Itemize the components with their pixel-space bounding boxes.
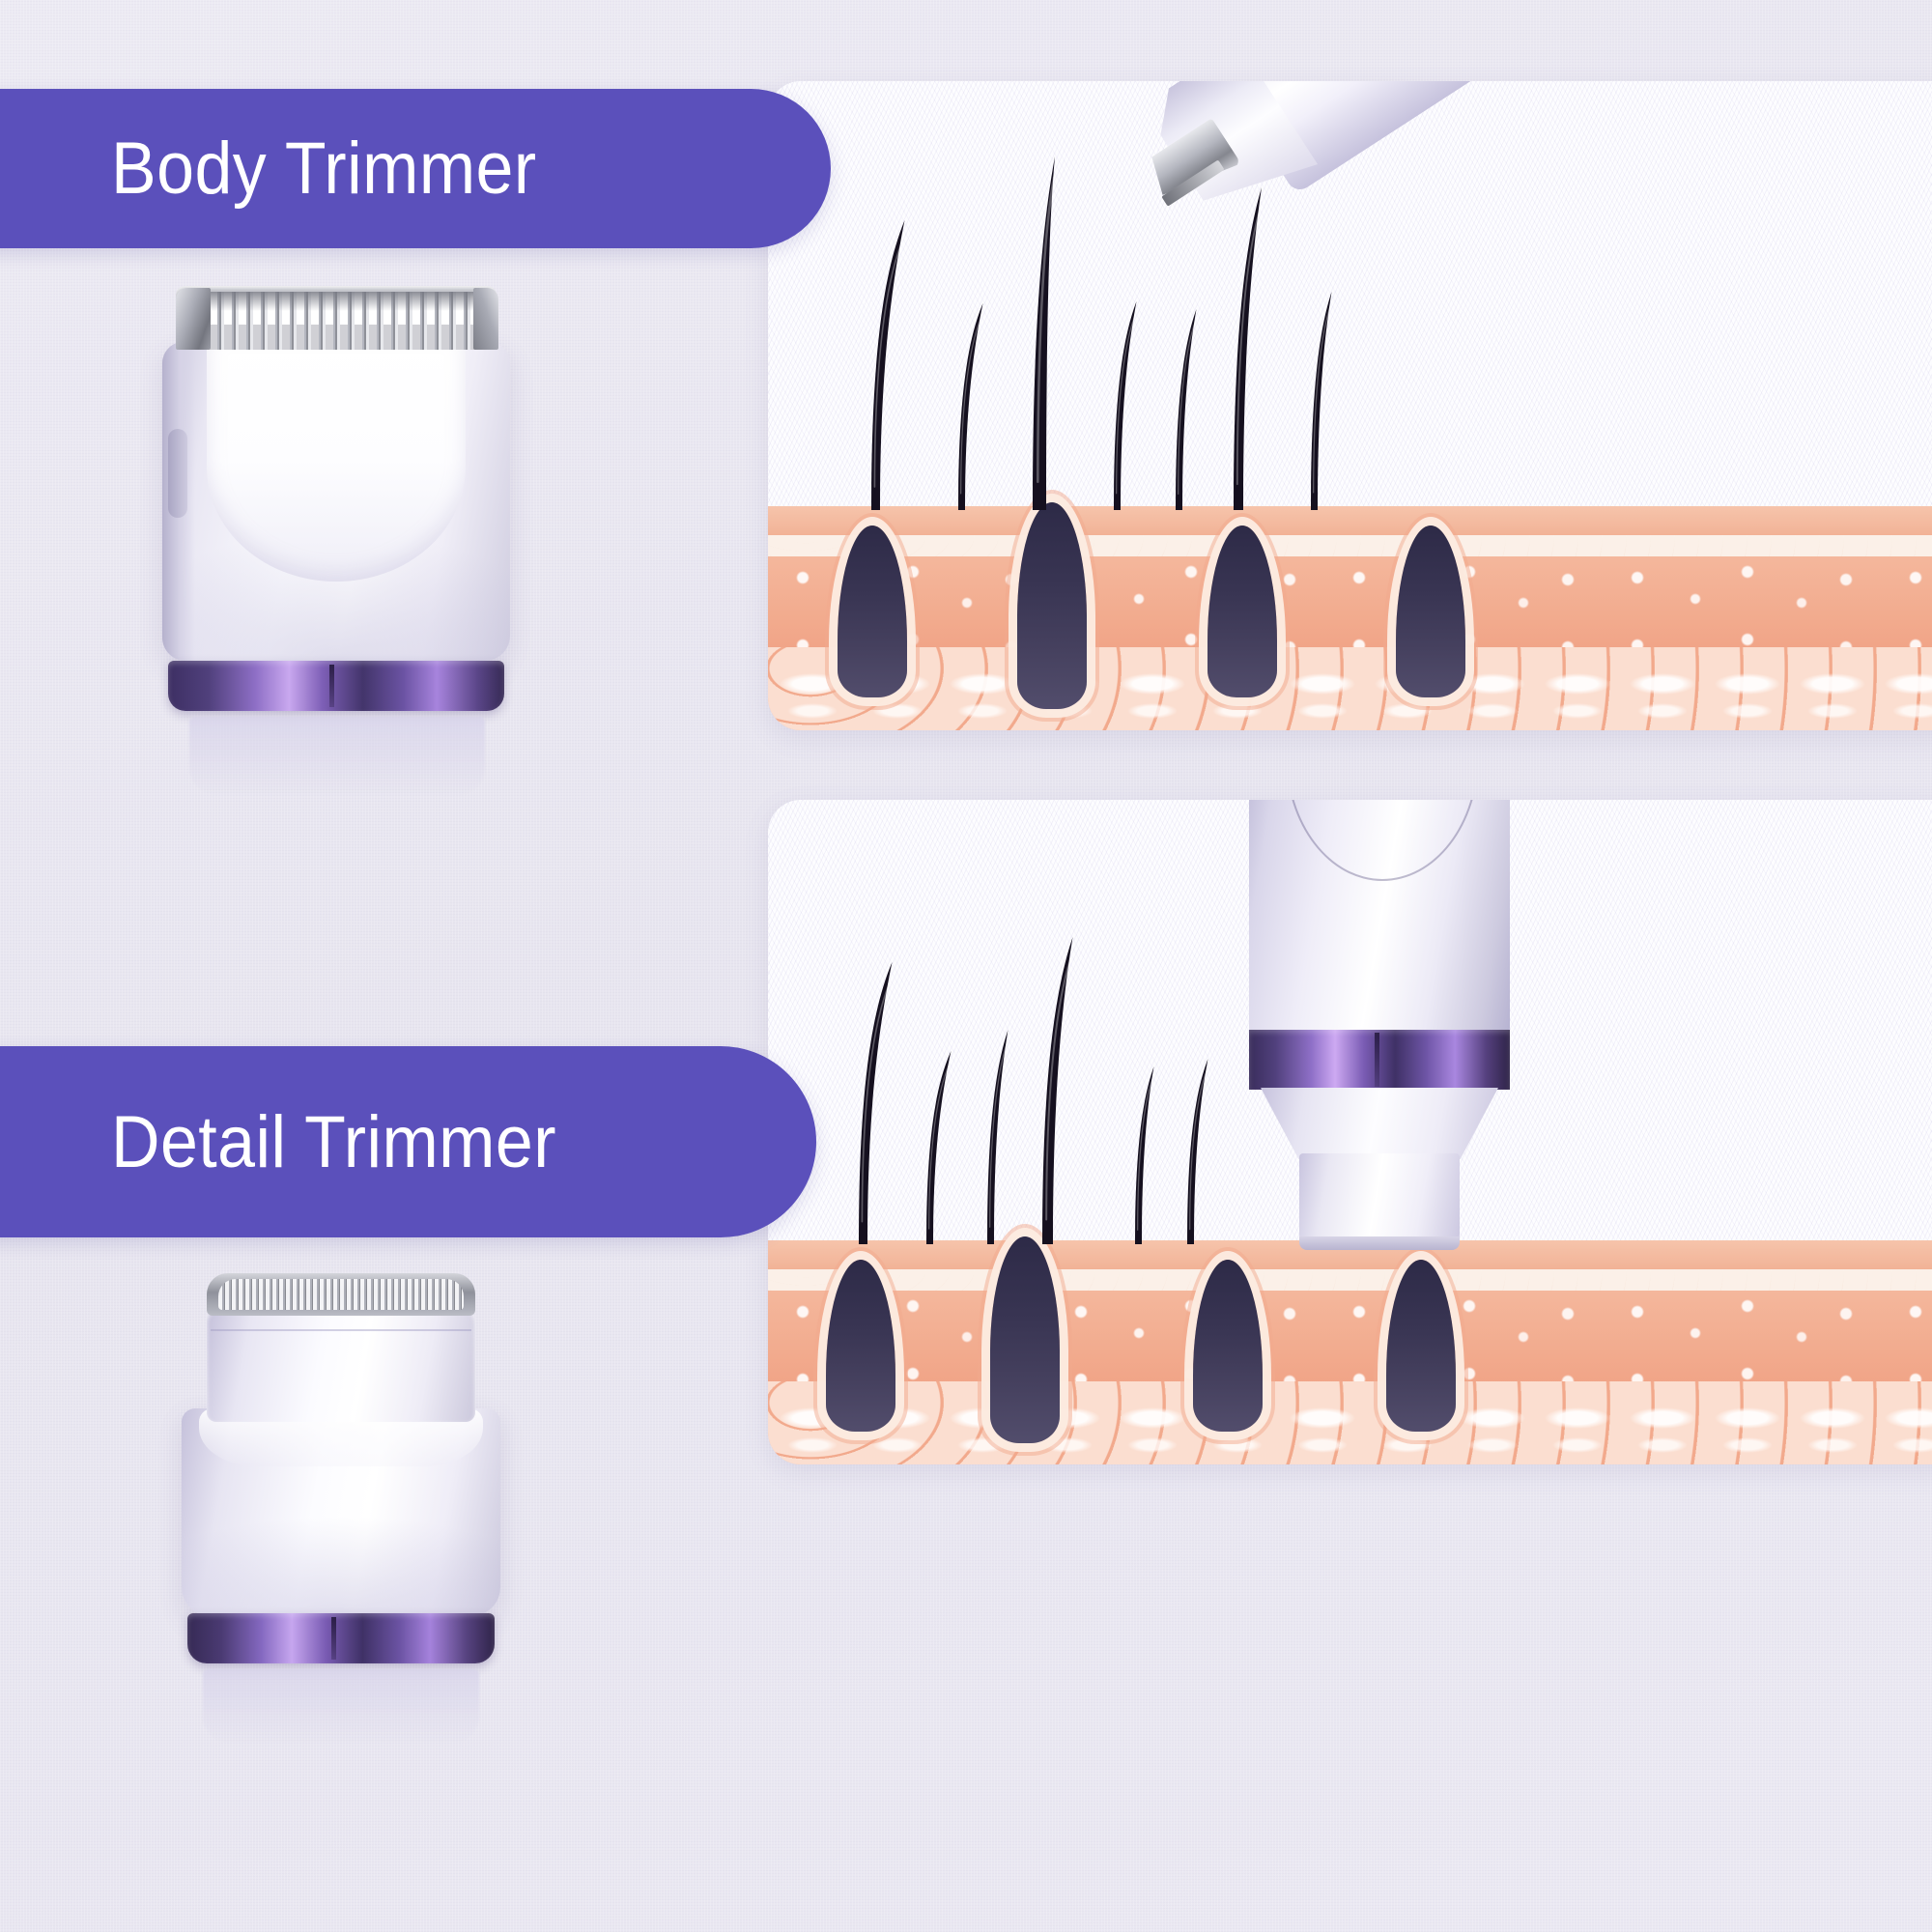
hair-strand [987,1030,1009,1244]
device-taper [1261,1088,1498,1159]
label-pill-body-trimmer: Body Trimmer [0,89,831,248]
body-trimmer-comb-teeth [195,292,485,350]
hair-strand [871,220,905,510]
hair-strand [1311,292,1332,510]
device-tip-edge [1299,1236,1460,1250]
device-detail-trimmer-vertical [1249,800,1510,1256]
label-detail-trimmer: Detail Trimmer [111,1100,556,1183]
device-tip-head [1299,1153,1460,1244]
hair-strand [1176,309,1197,510]
hair-strand [958,303,983,510]
hypodermis-gloss [768,1401,1932,1457]
hair-layer [768,81,1932,730]
product-image-detail-trimmer [182,1273,500,1745]
hypodermis-gloss [768,667,1932,723]
hair-strand [1187,1059,1208,1244]
hair-follicle [1386,1260,1456,1432]
hair-follicle [1017,502,1087,709]
hair-strand [1234,187,1262,510]
dermis-highlight-dots [768,1291,1932,1393]
hair-layer [768,800,1932,1464]
product-image-body-trimmer [162,286,510,796]
body-trimmer-front-scoop [207,340,466,582]
hair-strand [859,962,893,1244]
illustration-panel-detail-trimmer [768,800,1932,1464]
skin-cross-section [768,1240,1932,1464]
follicle-layer [768,502,1932,730]
detail-trimmer-purple-band [187,1613,495,1663]
label-body-trimmer: Body Trimmer [111,128,537,210]
label-pill-detail-trimmer: Detail Trimmer [0,1046,816,1237]
hair-strand [926,1051,952,1244]
hair-follicle [1396,526,1465,697]
device-barrel [1249,800,1510,1036]
hair-strand [1042,937,1073,1244]
body-trimmer-blade-cap-right [473,288,498,350]
dermis-highlight-dots [768,556,1932,659]
hair-follicle [838,526,907,697]
detail-trimmer-head-seam [211,1329,471,1331]
device-purple-band [1249,1030,1510,1090]
body-trimmer-reflection [189,717,485,796]
body-trimmer-purple-band [168,661,504,711]
illustration-panel-body-trimmer [768,81,1932,730]
hair-strand [1135,1066,1154,1244]
device-cap-arc [1286,800,1479,881]
detail-trimmer-head-housing [207,1306,475,1422]
skin-cross-section [768,506,1932,730]
body-trimmer-teeth-shadow [195,325,485,350]
body-trimmer-side-button [168,429,187,518]
skin-layer-dermis [768,556,1932,659]
detail-trimmer-reflection [203,1669,479,1745]
hair-follicle [990,1236,1060,1443]
hair-follicle [826,1260,895,1432]
hair-strand [1033,156,1056,510]
skin-layer-dermis [768,1291,1932,1393]
hair-follicle [1208,526,1277,697]
hair-follicle [1193,1260,1263,1432]
hair-strand [1114,301,1137,510]
body-trimmer-blade-cap-left [176,288,211,350]
detail-trimmer-foil-mesh [218,1279,464,1310]
follicle-layer [768,1236,1932,1464]
